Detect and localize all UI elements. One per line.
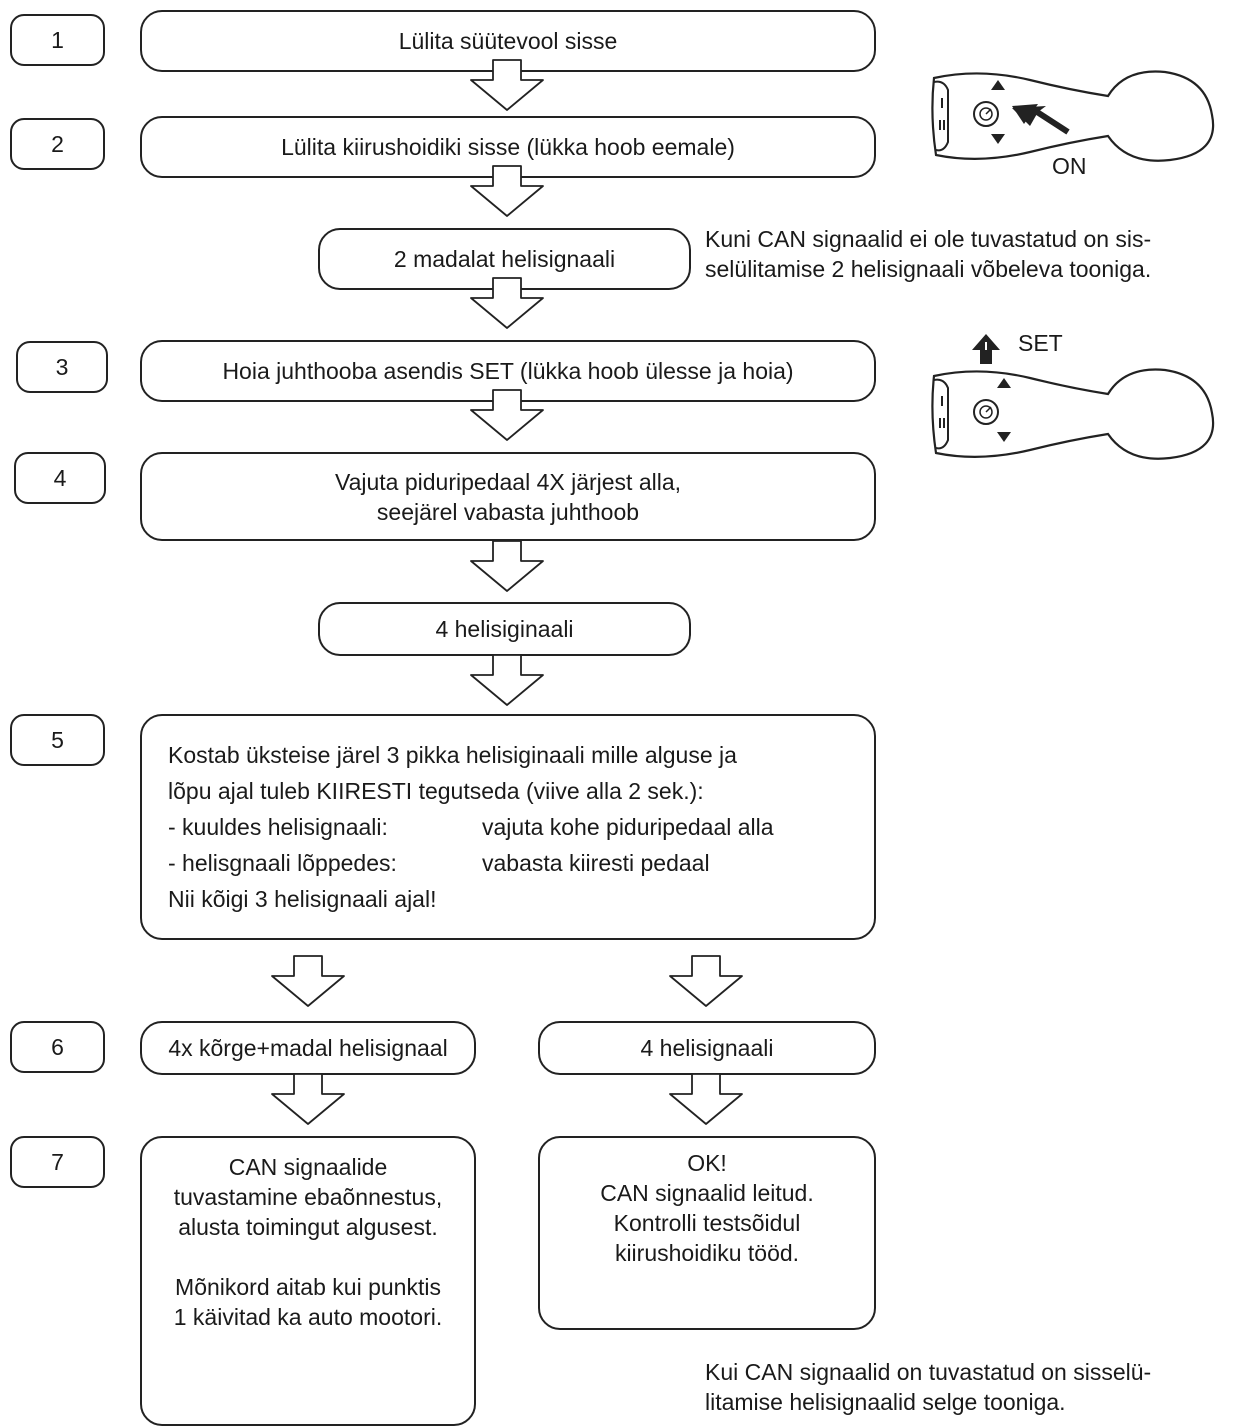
step-number-text: 3 <box>55 354 69 380</box>
step-number-2: 2 <box>10 118 105 170</box>
note-top: Kuni CAN signaalid ei ole tuvastatud on … <box>705 224 1235 284</box>
step-1-text: Lülita süütevool sisse <box>398 28 618 54</box>
step-number-6: 6 <box>10 1021 105 1073</box>
step-number-text: 2 <box>51 131 64 157</box>
speedometer-icon <box>973 101 999 127</box>
down-arrow-icon <box>470 654 544 706</box>
step-7-right-line: Kontrolli testsõidul <box>613 1210 801 1236</box>
step-6-left-text: 4x kõrge+madal helisignaal <box>168 1035 448 1061</box>
step-number-4: 4 <box>14 452 106 504</box>
step-7-left-line: Mõnikord aitab kui punktis <box>175 1274 441 1300</box>
down-arrow-icon <box>470 389 544 441</box>
step-number-5: 5 <box>10 714 105 766</box>
on-label: ON <box>1052 153 1087 179</box>
step-6-left-box: 4x kõrge+madal helisignaal <box>140 1021 476 1075</box>
step-5-row: - helisgnaali lõppedes: vabasta kiiresti… <box>168 845 710 881</box>
step-5-line: Kostab üksteise järel 3 pikka helisigina… <box>168 742 737 768</box>
note-top-line: selülitamise 2 helisignaali võbeleva too… <box>705 256 1152 282</box>
up-arrow-icon <box>972 334 1000 364</box>
step-4-box: Vajuta piduripedaal 4X järjest alla, see… <box>140 452 876 541</box>
step-5-row-action: vajuta kohe piduripedaal alla <box>482 814 774 840</box>
note-top-line: Kuni CAN signaalid ei ole tuvastatud on … <box>705 226 1152 252</box>
step-4b-text: 4 helisiginaali <box>435 616 574 642</box>
down-arrow-icon <box>470 165 544 217</box>
step-7-right-box: OK! CAN signaalid leitud. Kontrolli test… <box>538 1136 876 1330</box>
down-arrow-icon <box>271 1073 345 1125</box>
cruise-lever-icon <box>931 334 1215 460</box>
down-arrow-icon <box>669 1073 743 1125</box>
step-7-left-line: 1 käivitad ka auto mootori. <box>173 1304 443 1330</box>
step-number-text: 4 <box>53 465 67 491</box>
step-7-right-line: OK! <box>687 1150 727 1176</box>
step-7-left-line: tuvastamine ebaõnnestus, <box>173 1184 443 1210</box>
step-6-right-box: 4 helisignaali <box>538 1021 876 1075</box>
speedometer-icon <box>973 399 999 425</box>
step-5-line: Nii kõigi 3 helisignaali ajal! <box>168 886 437 912</box>
step-7-right-line: kiirushoidiku tööd. <box>614 1240 800 1266</box>
down-arrow-icon <box>669 955 743 1007</box>
cruise-lever-icon <box>931 70 1215 162</box>
step-6-right-text: 4 helisignaali <box>640 1035 774 1061</box>
step-7-left-box: CAN signaalide tuvastamine ebaõnnestus, … <box>140 1136 476 1426</box>
step-4-line: Vajuta piduripedaal 4X järjest alla, <box>334 468 682 495</box>
note-bottom-line: Kui CAN signaalid on tuvastatud on sisse… <box>705 1359 1152 1385</box>
step-3-box: Hoia juhthooba asendis SET (lükka hoob ü… <box>140 340 876 402</box>
down-arrow-icon <box>470 277 544 329</box>
set-label: SET <box>1018 330 1063 356</box>
step-4-line: seejärel vabasta juhthoob <box>376 498 640 525</box>
step-5-row-condition: - kuuldes helisignaali: <box>168 814 388 840</box>
step-7-left-line: alusta toimingut algusest. <box>178 1214 438 1240</box>
step-5-line: lõpu ajal tuleb KIIRESTI tegutseda (viiv… <box>168 778 704 804</box>
step-4b-box: 4 helisiginaali <box>318 602 691 656</box>
step-5-row: - kuuldes helisignaali: vajuta kohe pidu… <box>168 809 774 845</box>
step-3-text: Hoia juhthooba asendis SET (lükka hoob ü… <box>222 358 794 384</box>
step-7-left-line: CAN signaalide <box>228 1154 388 1180</box>
step-number-text: 6 <box>51 1034 64 1060</box>
step-5-box: Kostab üksteise järel 3 pikka helisigina… <box>140 714 876 940</box>
step-5-row-condition: - helisgnaali lõppedes: <box>168 850 397 876</box>
step-number-text: 5 <box>51 727 64 753</box>
down-arrow-icon <box>470 59 544 111</box>
step-2-text: Lülita kiirushoidiki sisse (lükka hoob e… <box>281 134 735 160</box>
arrow-icon <box>1012 104 1070 135</box>
down-arrow-icon <box>271 955 345 1007</box>
step-number-3: 3 <box>16 341 108 393</box>
down-arrow-icon <box>470 540 544 592</box>
step-7-right-line: CAN signaalid leitud. <box>600 1180 814 1206</box>
step-5-row-action: vabasta kiiresti pedaal <box>482 850 710 876</box>
step-2b-text: 2 madalat helisignaali <box>393 246 616 272</box>
step-number-text: 1 <box>51 27 64 53</box>
step-number-7: 7 <box>10 1136 105 1188</box>
step-number-text: 7 <box>51 1149 64 1175</box>
step-number-1: 1 <box>10 14 105 66</box>
